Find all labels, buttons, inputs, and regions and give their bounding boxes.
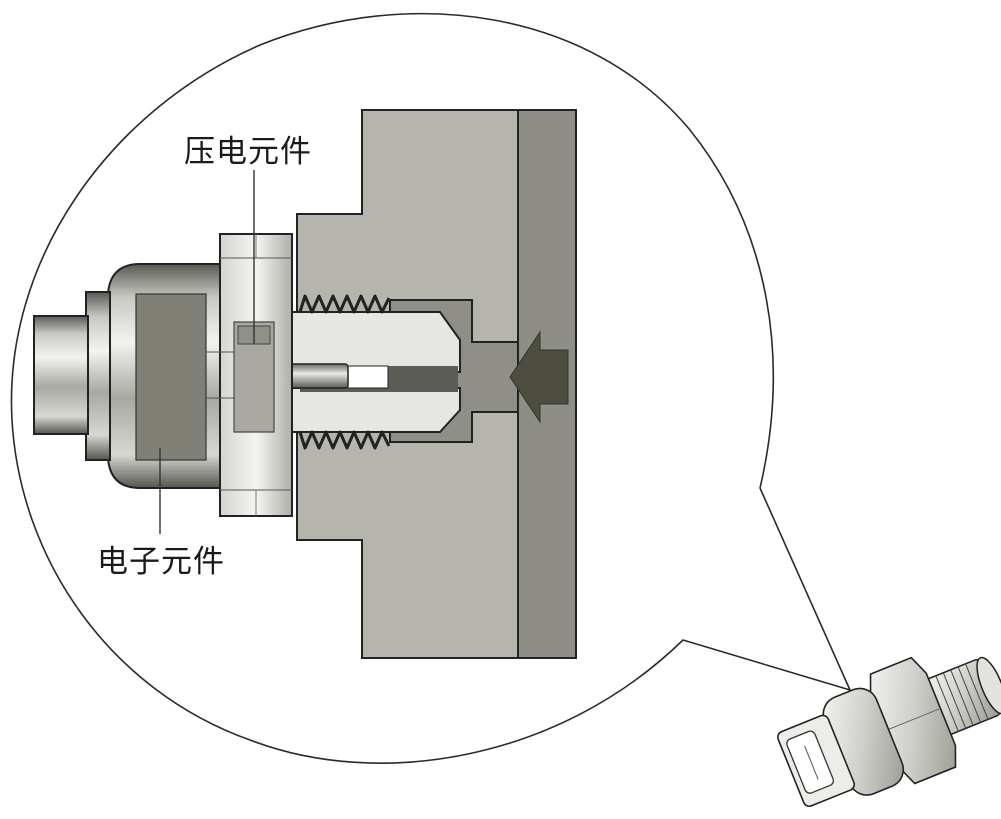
label-electronic-element: 电子元件 bbox=[97, 544, 225, 580]
electronic-element bbox=[135, 293, 207, 461]
thread-upper bbox=[298, 294, 391, 314]
pressure-arrow-icon bbox=[509, 330, 569, 424]
sensor-collar bbox=[85, 291, 111, 461]
pressure-sensor-icon bbox=[777, 656, 1001, 808]
connector-cable bbox=[33, 315, 89, 435]
thread-lower bbox=[298, 430, 391, 450]
label-piezo-element: 压电元件 bbox=[184, 134, 312, 170]
bore-gap bbox=[347, 365, 389, 389]
